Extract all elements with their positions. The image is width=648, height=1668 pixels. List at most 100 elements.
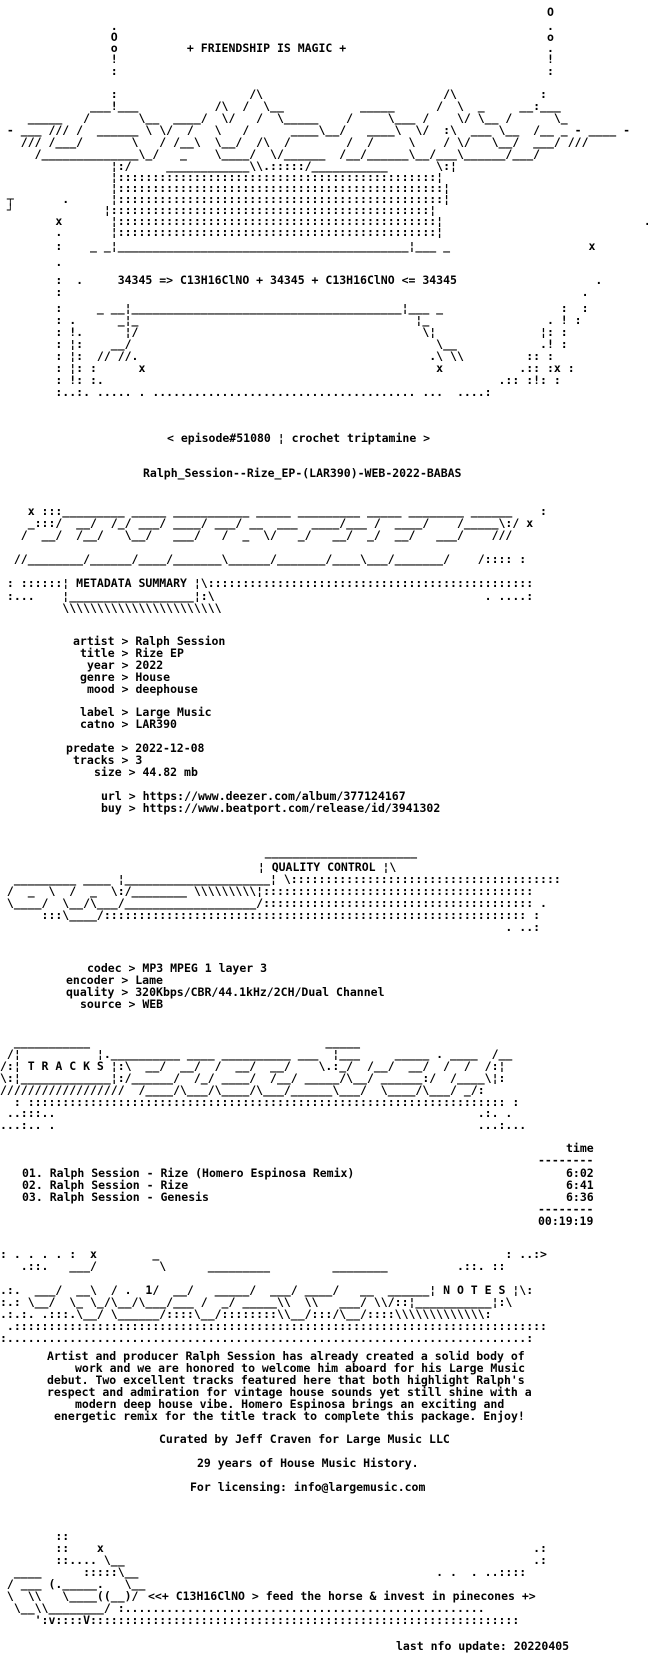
metadata-row: catno > LAR390 <box>80 717 177 731</box>
licensing-line: For licensing: info@largemusic.com <box>190 1480 426 1494</box>
footer-art-line: :: <box>0 1529 70 1543</box>
metadata-row: size > 44.82 mb <box>94 765 198 779</box>
metadata-row: tracks > 3 <box>73 753 143 767</box>
footer-art-line: \__\\________/ :........................… <box>0 1601 485 1615</box>
tracks-banner-line: /¦ ¦.__________ ____ __________ ___ ¦___… <box>0 1047 513 1061</box>
quality-row: source > WEB <box>80 997 164 1011</box>
metadata-row: year > 2022 <box>87 658 164 672</box>
header-art-line: O o <box>0 30 554 44</box>
metadata-row: mood > deephouse <box>87 682 198 696</box>
track-row: 01. Ralph Session - Rize (Homero Espinos… <box>22 1166 355 1180</box>
notes-banner-line: :.: \__/ \_ \_/\__/\___/___ / _/ _____\\… <box>0 1295 513 1309</box>
header-art-line: : !: :. .:: :!: : <box>0 373 561 387</box>
header-art-line: ¦:::::::::::::::::::::::::::::::::::::::… <box>0 170 444 184</box>
metadata-banner-line: x :::_________ _____ ___________ _____ _… <box>0 504 547 518</box>
metadata-banner-line: / __/ /__/ \__/ ___/ / _ \/ _/ __/ _/ __… <box>0 528 513 542</box>
metadata-banner-line: _:::/ __/ /_/ ___/ ____/ ___/ __ ___ ___… <box>0 516 534 530</box>
header-art-line: O <box>0 5 554 19</box>
footer-art-line: :: x .: <box>0 1541 547 1555</box>
footer-art-line: / ___ (._____. \__ <box>0 1577 146 1591</box>
header-art-line: ! ! <box>0 52 554 66</box>
header-art-line: : . _¦_ ¦_ . ! : <box>0 313 582 327</box>
header-art-line: : . <box>0 285 589 299</box>
tracks-banner-line: ...:.. . ...:... <box>0 1118 527 1132</box>
metadata-row: buy > https://www.beatport.com/release/i… <box>101 801 441 815</box>
header-art-line: /______________\_/ _ \____/ \/______ /__… <box>0 147 541 161</box>
header-art-line: ┬ . ¦:::::::::::::::::::::::::::::::::::… <box>0 192 451 206</box>
footer-art-line: ____ :::::\__ . . . ..:::: <box>0 1565 527 1579</box>
header-art-line: : : <box>0 64 554 78</box>
header-art-line: ¦:::::::::::::::::::::::::::::::::::::::… <box>0 181 451 195</box>
header-art-line: x ¦:::::::::::::::::::::::::::::::::::::… <box>0 214 648 228</box>
tracks-banner-line: \:¦_____________¦:/______/ /_/ ____/ /__… <box>0 1071 506 1085</box>
header-art-line: : _ _¦__________________________________… <box>0 239 596 253</box>
metadata-row: title > Rize EP <box>80 646 184 660</box>
header-art-line: : /\ /\ : <box>0 87 547 101</box>
notes-paragraph-line: Artist and producer Ralph Session has al… <box>47 1349 525 1363</box>
header-art-line: : _ __¦_________________________________… <box>0 301 589 315</box>
header-art-line: . <box>0 255 63 269</box>
header-art-line: : ¦: : x x .:: :x : <box>0 361 575 375</box>
header-art-line: - ___ /// / ______ \ \/ / \ / ____\__/ _… <box>0 123 631 137</box>
last-update: last nfo update: 20220405 <box>396 1639 570 1653</box>
notes-paragraph-line: modern deep house vibe. Homero Espinosa … <box>75 1397 505 1411</box>
tracks-banner-line: : ::::::::::::::::::::::::::::::::::::::… <box>0 1095 520 1109</box>
quality-banner-line: \____/ \__/\___/___________________/::::… <box>0 896 547 910</box>
total-time: 00:19:19 <box>538 1214 594 1228</box>
header-tagline-line: o + FRIENDSHIP IS MAGIC + . <box>0 41 554 55</box>
metadata-banner-line: //________/______/____/_______\______/__… <box>0 552 527 566</box>
curated-line: Curated by Jeff Craven for Large Music L… <box>159 1432 450 1446</box>
track-time: 6:41 <box>566 1178 594 1192</box>
track-time: 6:02 <box>566 1166 594 1180</box>
episode-line: < episode#51080 ¦ crochet triptamine > <box>167 431 431 445</box>
header-art-line: :..:. ..... . ..........................… <box>0 385 492 399</box>
release-name: Ralph_Session--Rize_EP-(LAR390)-WEB-2022… <box>143 466 462 480</box>
track-time: 6:36 <box>566 1190 594 1204</box>
metadata-row: artist > Ralph Session <box>73 634 226 648</box>
header-art-line: . . <box>0 19 554 33</box>
total-rule: -------- <box>538 1202 594 1216</box>
time-header: time <box>566 1141 594 1155</box>
tracks-banner-line: ////////////////// /____/\___/\____/\___… <box>0 1083 485 1097</box>
track-row: 03. Ralph Session - Genesis <box>22 1190 209 1204</box>
footer-slogan: <<+ C13H16ClNO > feed the horse & invest… <box>148 1589 536 1603</box>
metadata-banner-line: \\\\\\\\\\\\\\\\\\\\\\\ <box>0 601 222 615</box>
quality-banner-line: . ..: <box>0 920 541 934</box>
tracks-banner-line: ..:::.. .:. . <box>0 1106 513 1120</box>
notes-banner-line: .:.:. .:::.\__/ \______/::::\__/::::::::… <box>0 1307 492 1321</box>
time-rule: -------- <box>538 1153 594 1167</box>
header-art-line: ¦:/ ____________\\.:::::/___________ \:¦ <box>0 159 457 173</box>
quality-banner-line: / _ \ / _ \:/________ \\\\\\\\\¦::::::::… <box>0 884 534 898</box>
metadata-banner-line: :... ¦__________________¦:\ . ....: <box>0 589 534 603</box>
notes-banner-line: .::. ___/ \ _________ ________ .::. :: <box>0 1259 506 1273</box>
track-row: 02. Ralph Session - Rize <box>22 1178 189 1192</box>
header-art-line: _____ / \__ ____/ \/ / \_____ / \___ / \… <box>0 111 568 125</box>
header-art-line: /// /___/ \ / /__\ \__/ /\ / / / \ / \/ … <box>0 135 589 149</box>
metadata-row: genre > House <box>80 670 171 684</box>
notes-banner-line: .:. ___/ __\ / . 1/ __/ _____/ ___/ ____… <box>0 1283 534 1297</box>
header-formula-line: : . 34345 => C13H16ClNO + 34345 + C13H16… <box>0 273 603 287</box>
history-line: 29 years of House Music History. <box>197 1456 419 1470</box>
header-art-line: : !. ¦/ \¦ ¦: : <box>0 325 568 339</box>
footer-art-line: \ \\ \____((__)/ <box>0 1589 139 1603</box>
header-art-line: : ¦: __/ \__ .! : <box>0 337 568 351</box>
tracks-banner-line: /:¦ T R A C K S ¦:\ __/ __/ / __/ __/ \.… <box>0 1059 506 1073</box>
quality-row: codec > MP3 MPEG 1 layer 3 <box>87 961 268 975</box>
metadata-banner-line: : ::::::¦ METADATA SUMMARY ¦\:::::::::::… <box>0 576 534 590</box>
header-art-line: : ¦: // //. .\ \\ :: : <box>0 349 554 363</box>
footer-art-line: ::.... \__ .: <box>0 1553 547 1567</box>
notes-banner-line: :.......................................… <box>0 1331 534 1345</box>
quality-row: quality > 320Kbps/CBR/44.1kHz/2CH/Dual C… <box>66 985 385 999</box>
quality-banner-line: _________ ____ ¦_____________________¦ \… <box>0 872 561 886</box>
quality-row: encoder > Lame <box>66 973 163 987</box>
quality-banner-line: ¦ QUALITY CONTROL ¦\ <box>154 860 397 874</box>
header-art-line: ┘ ¦:::::::::::::::::::::::::::::::::::::… <box>0 203 437 217</box>
metadata-row: predate > 2022-12-08 <box>66 741 205 755</box>
metadata-row: label > Large Music <box>80 705 212 719</box>
metadata-row: url > https://www.deezer.com/album/37712… <box>101 789 406 803</box>
header-art-line: ___!___ /\ / \__ _____ / \ _ __:___ <box>0 99 561 113</box>
header-art-line: . ¦:::::::::::::::::::::::::::::::::::::… <box>0 225 444 239</box>
quality-banner-line: ______________________ <box>154 845 418 859</box>
notes-paragraph-line: energetic remix for the title track to c… <box>54 1409 525 1423</box>
